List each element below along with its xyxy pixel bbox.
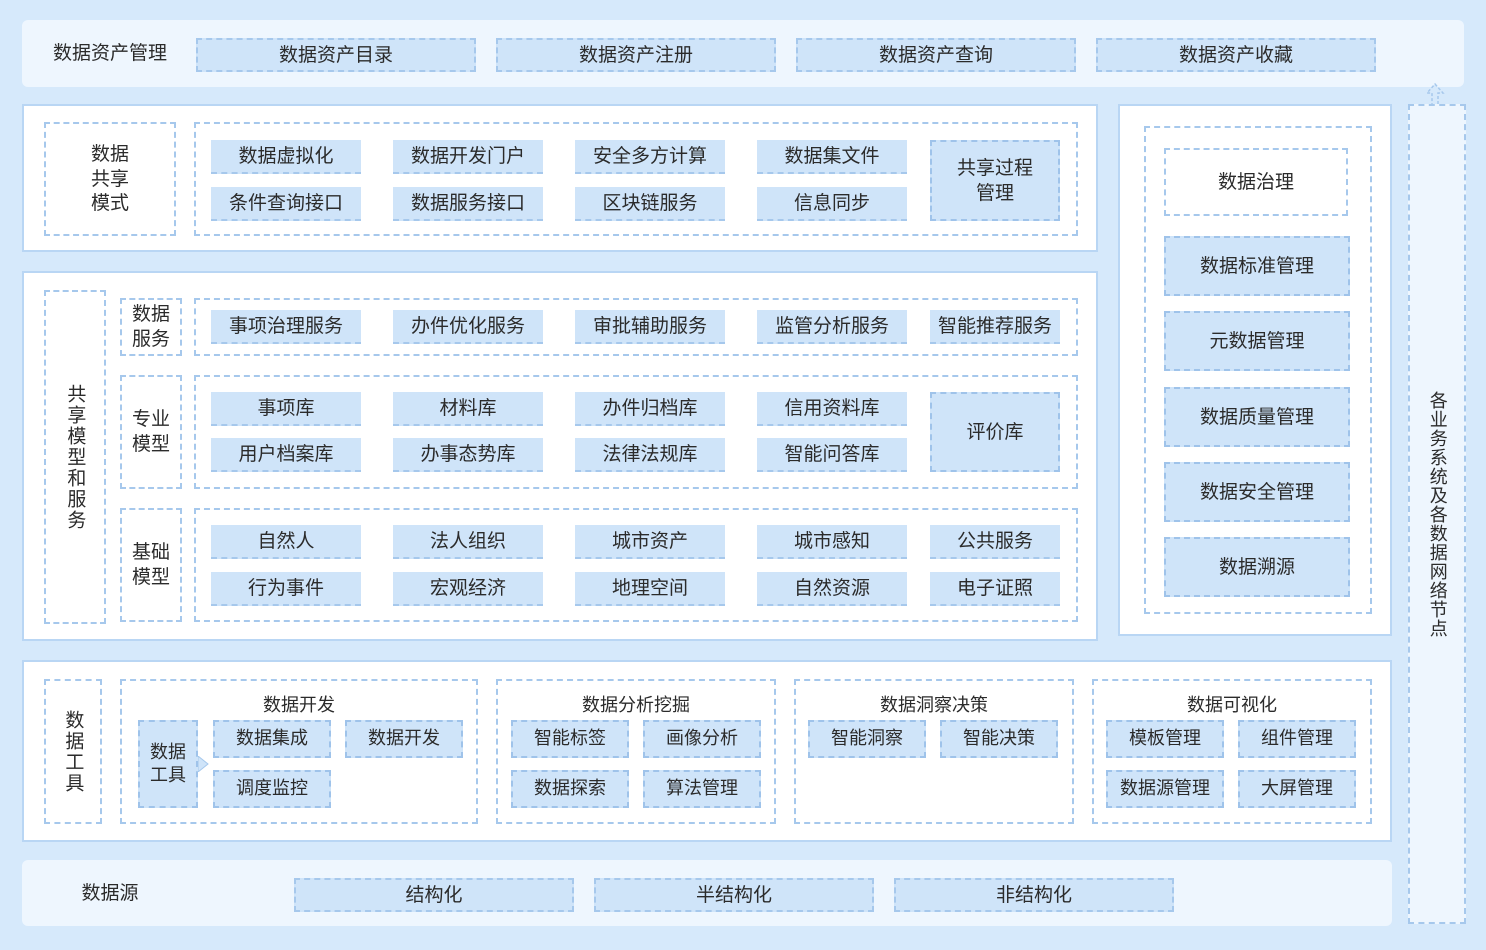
base-model-item[interactable]: 法人组织	[393, 525, 543, 559]
tools-title: 数据工具	[44, 679, 102, 824]
data-service-item[interactable]: 审批辅助服务	[575, 310, 725, 344]
asset-item[interactable]: 数据资产目录	[196, 38, 476, 72]
mining-item[interactable]: 算法管理	[643, 770, 761, 808]
base-model-item[interactable]: 公共服务	[930, 525, 1060, 559]
base-model-item[interactable]: 宏观经济	[393, 572, 543, 606]
data-service-item[interactable]: 监管分析服务	[757, 310, 907, 344]
asset-item[interactable]: 数据资产注册	[496, 38, 776, 72]
data-service-item[interactable]: 智能推荐服务	[930, 310, 1060, 344]
pro-model-item[interactable]: 办事态势库	[393, 438, 543, 472]
insight-title: 数据洞察决策	[880, 695, 988, 716]
governance-item[interactable]: 数据溯源	[1164, 537, 1350, 597]
dev-title: 数据开发	[263, 695, 335, 716]
network-nodes-column: 各业务系统及各数据网络节点	[1408, 104, 1466, 924]
pro-model-item[interactable]: 办件归档库	[575, 392, 725, 426]
share-mode-item[interactable]: 信息同步	[757, 187, 907, 221]
evaluation-library[interactable]: 评价库	[930, 392, 1060, 472]
visual-item[interactable]: 数据源管理	[1106, 770, 1224, 808]
base-model-item[interactable]: 城市感知	[757, 525, 907, 559]
share-mode-item[interactable]: 区块链服务	[575, 187, 725, 221]
asset-management-title: 数据资产管理	[52, 42, 167, 65]
pro-model-label: 专业 模型	[120, 375, 182, 489]
dev-item[interactable]: 调度监控	[213, 770, 331, 808]
base-model-group	[194, 508, 1078, 622]
share-mode-item[interactable]: 数据开发门户	[393, 140, 543, 174]
share-mode-item[interactable]: 数据虚拟化	[211, 140, 361, 174]
data-source-title: 数据源	[81, 881, 139, 904]
insight-group: 数据洞察决策	[794, 679, 1074, 824]
mining-group: 数据分析挖掘	[496, 679, 776, 824]
share-mode-item[interactable]: 条件查询接口	[211, 187, 361, 221]
governance-item[interactable]: 数据质量管理	[1164, 387, 1350, 447]
governance-title: 数据治理	[1164, 148, 1348, 216]
asset-item[interactable]: 数据资产查询	[796, 38, 1076, 72]
share-mode-title: 数据 共享 模式	[44, 122, 176, 236]
visual-item[interactable]: 模板管理	[1106, 720, 1224, 758]
insight-item[interactable]: 智能洞察	[808, 720, 926, 758]
base-model-item[interactable]: 电子证照	[930, 572, 1060, 606]
shared-models-title: 共享模型和服务	[44, 290, 106, 624]
share-mode-item[interactable]: 安全多方计算	[575, 140, 725, 174]
data-source-item[interactable]: 结构化	[294, 878, 574, 912]
governance-item[interactable]: 数据标准管理	[1164, 236, 1350, 296]
asset-item[interactable]: 数据资产收藏	[1096, 38, 1376, 72]
arrow-right-icon	[198, 756, 209, 772]
mining-item[interactable]: 画像分析	[643, 720, 761, 758]
data-source-item[interactable]: 非结构化	[894, 878, 1174, 912]
data-service-item[interactable]: 办件优化服务	[393, 310, 543, 344]
pro-model-item[interactable]: 智能问答库	[757, 438, 907, 472]
data-source-item[interactable]: 半结构化	[594, 878, 874, 912]
data-service-label: 数据 服务	[120, 298, 182, 356]
visual-item[interactable]: 组件管理	[1238, 720, 1356, 758]
dev-item[interactable]: 数据开发	[345, 720, 463, 758]
share-process-management[interactable]: 共享过程 管理	[930, 140, 1060, 221]
pro-model-item[interactable]: 材料库	[393, 392, 543, 426]
share-mode-item[interactable]: 数据集文件	[757, 140, 907, 174]
pro-model-item[interactable]: 用户档案库	[211, 438, 361, 472]
share-mode-item[interactable]: 数据服务接口	[393, 187, 543, 221]
data-service-item[interactable]: 事项治理服务	[211, 310, 361, 344]
base-model-item[interactable]: 城市资产	[575, 525, 725, 559]
mining-item[interactable]: 智能标签	[511, 720, 629, 758]
pro-model-item[interactable]: 信用资料库	[757, 392, 907, 426]
data-source-panel: 数据源 结构化 半结构化 非结构化	[22, 860, 1392, 926]
network-nodes-label: 各业务系统及各数据网络节点	[1426, 390, 1448, 638]
pro-model-item[interactable]: 法律法规库	[575, 438, 725, 472]
visual-group: 数据可视化	[1092, 679, 1372, 824]
base-model-item[interactable]: 自然人	[211, 525, 361, 559]
base-model-item[interactable]: 自然资源	[757, 572, 907, 606]
base-model-item[interactable]: 地理空间	[575, 572, 725, 606]
data-tools-hub[interactable]: 数据 工具	[138, 720, 198, 808]
visual-title: 数据可视化	[1187, 695, 1277, 716]
visual-item[interactable]: 大屏管理	[1238, 770, 1356, 808]
asset-management-panel: 数据资产管理 数据资产目录 数据资产注册 数据资产查询 数据资产收藏	[22, 20, 1464, 87]
base-model-label: 基础 模型	[120, 508, 182, 622]
base-model-item[interactable]: 行为事件	[211, 572, 361, 606]
governance-group	[1144, 126, 1372, 614]
shared-models-panel: 共享模型和服务 数据 服务 事项治理服务 办件优化服务 审批辅助服务 监管分析服…	[22, 271, 1098, 641]
mining-title: 数据分析挖掘	[582, 695, 690, 716]
tools-panel: 数据工具 数据开发 数据 工具 数据集成 数据开发 调度监控 数据分析挖掘 智能…	[22, 660, 1392, 842]
share-mode-panel: 数据 共享 模式 数据虚拟化 数据开发门户 安全多方计算 数据集文件 条件查询接…	[22, 104, 1098, 252]
dev-group: 数据开发	[120, 679, 478, 824]
share-mode-group	[194, 122, 1078, 236]
mining-item[interactable]: 数据探索	[511, 770, 629, 808]
pro-model-group	[194, 375, 1078, 489]
governance-item[interactable]: 元数据管理	[1164, 311, 1350, 371]
insight-item[interactable]: 智能决策	[940, 720, 1058, 758]
dev-item[interactable]: 数据集成	[213, 720, 331, 758]
pro-model-item[interactable]: 事项库	[211, 392, 361, 426]
data-service-group	[194, 298, 1078, 356]
governance-item[interactable]: 数据安全管理	[1164, 462, 1350, 522]
governance-panel: 数据治理 数据标准管理 元数据管理 数据质量管理 数据安全管理 数据溯源	[1118, 104, 1392, 636]
